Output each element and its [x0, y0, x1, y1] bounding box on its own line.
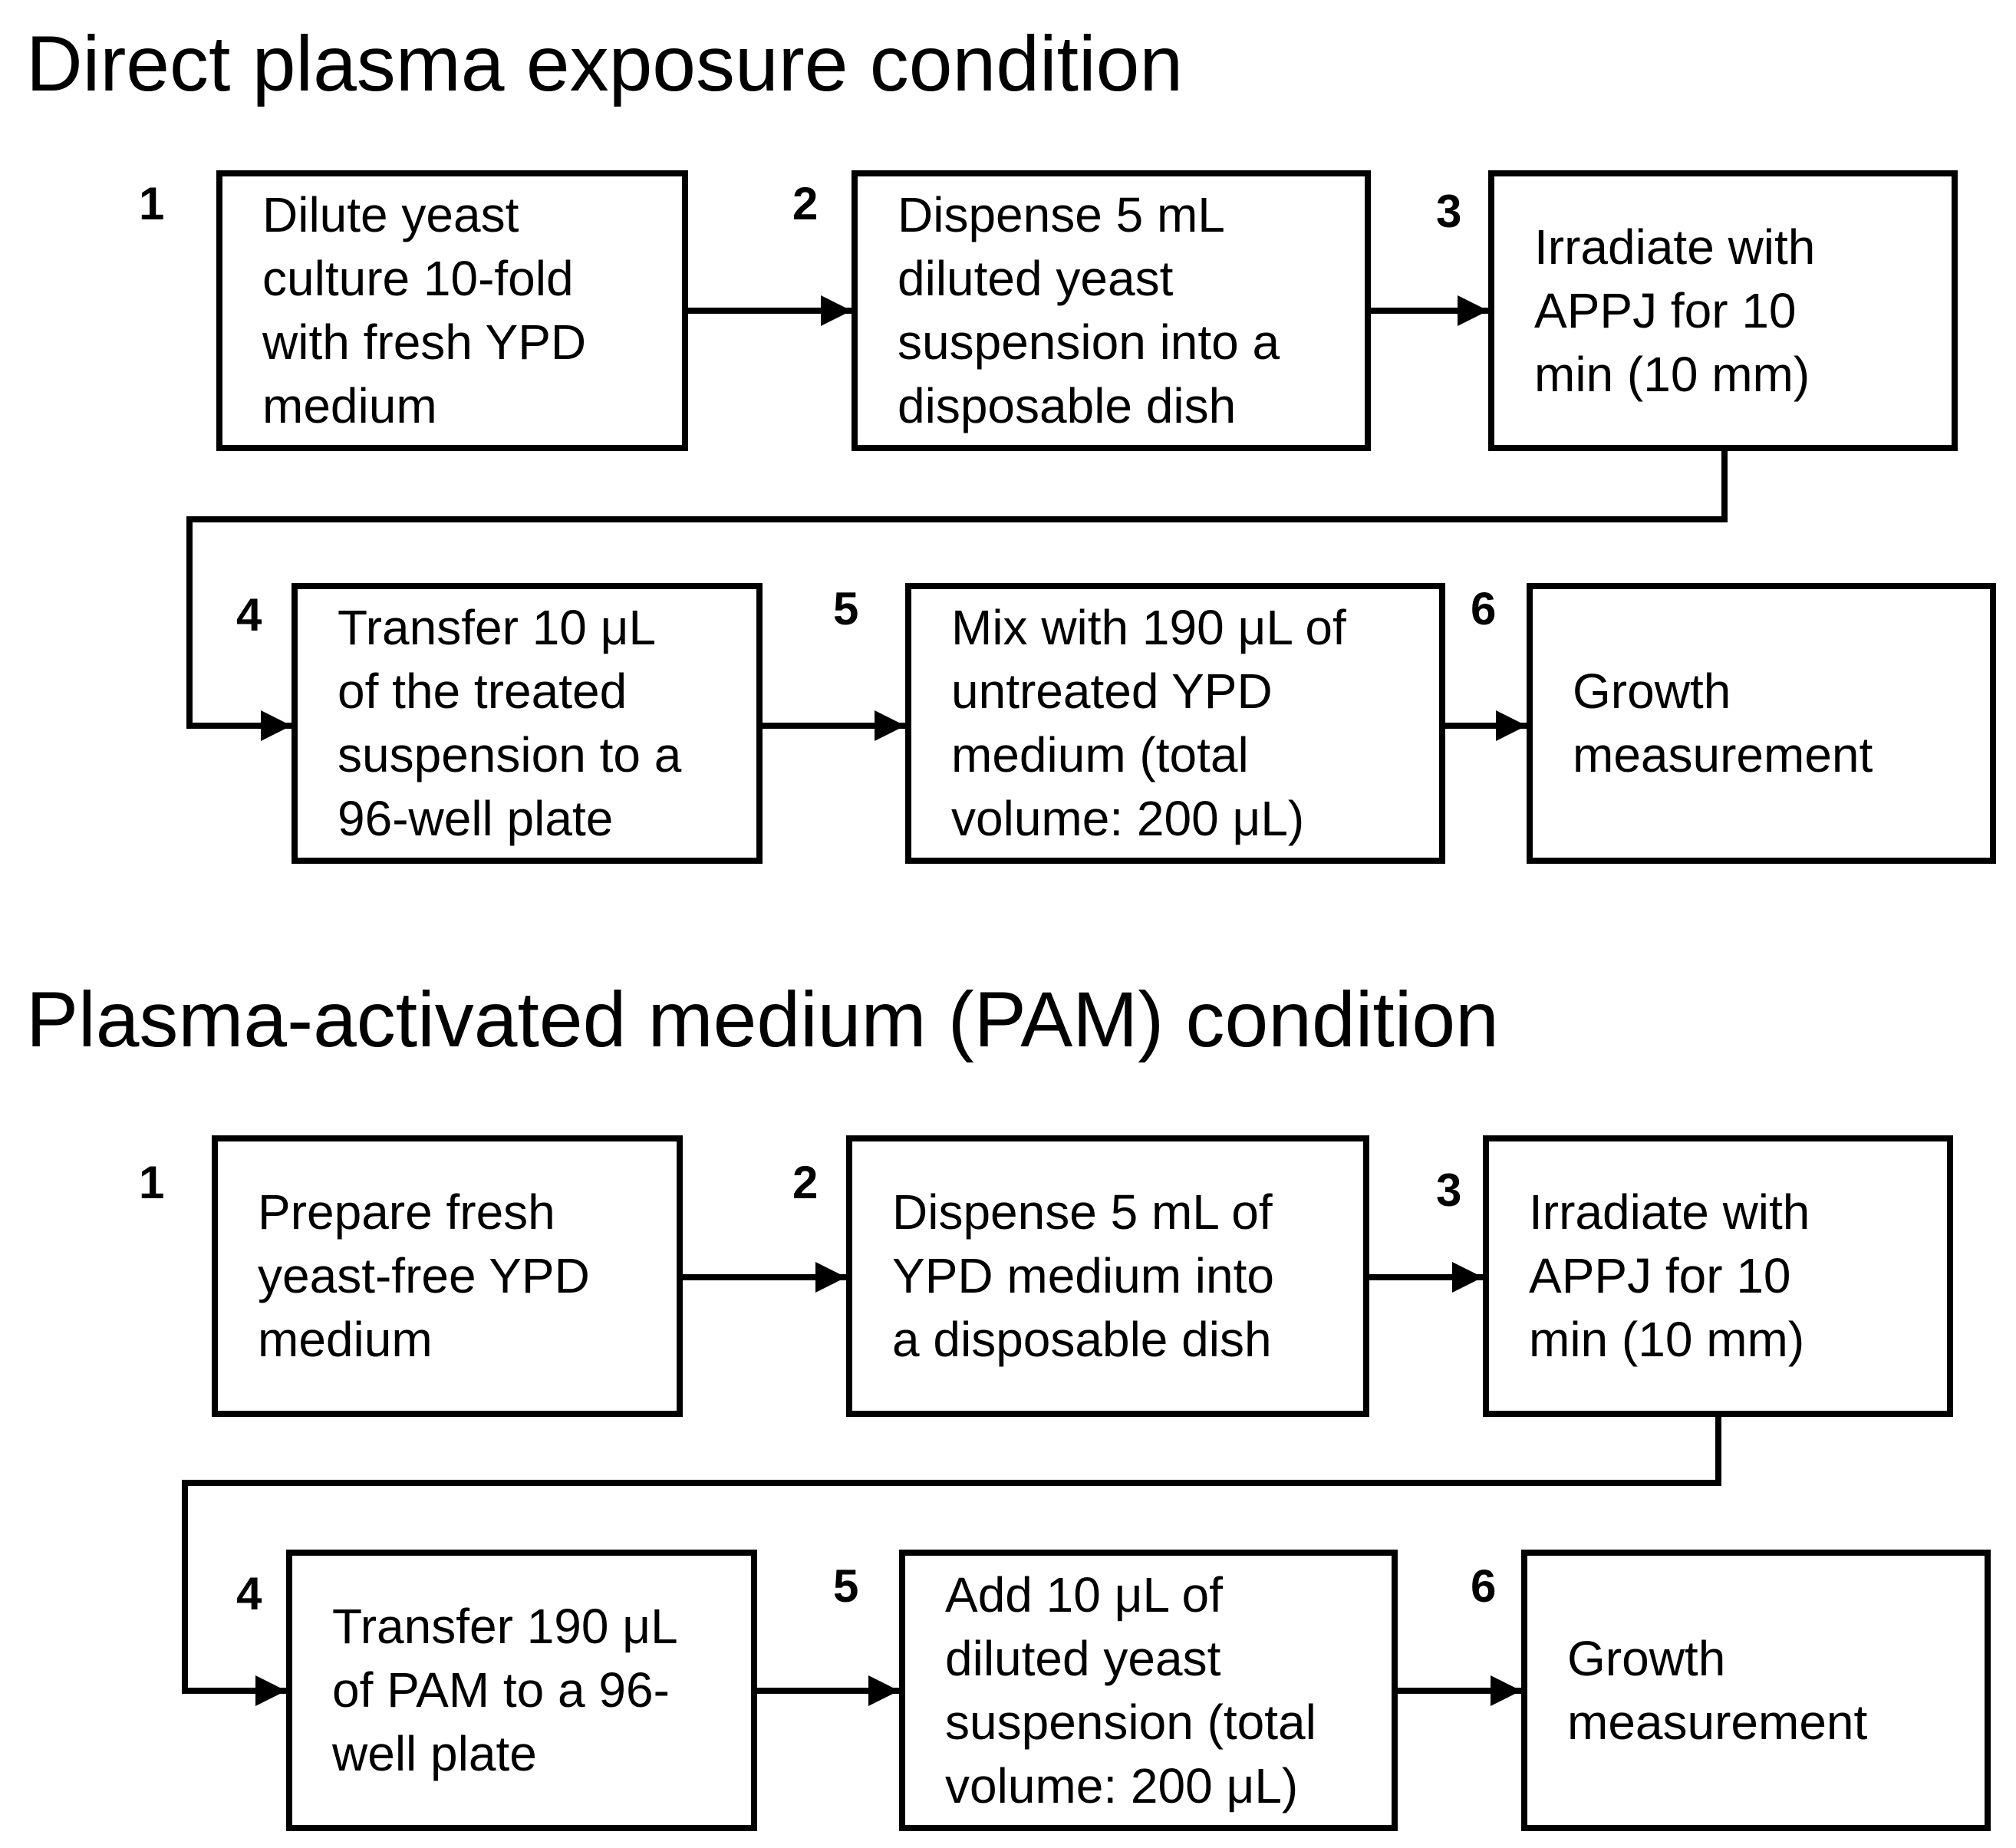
- section-1-step-6-box: Growth measurement: [1527, 583, 1996, 864]
- section-1-step-6-number: 6: [1471, 583, 1497, 634]
- section-2-step-5-box: Add 10 μL of diluted yeast suspension (t…: [899, 1550, 1398, 1831]
- section-1-step-4-number: 4: [236, 589, 262, 641]
- section-1-step-5-text: Mix with 190 μL of untreated YPD medium …: [951, 600, 1346, 846]
- section-1-step-1-text: Dilute yeast culture 10-fold with fresh …: [262, 187, 587, 433]
- section-1-step-6-text: Growth measurement: [1573, 664, 1873, 782]
- section-2-step-1-text: Prepare fresh yeast-free YPD medium: [258, 1184, 590, 1367]
- section-2-step-3-box: Irradiate with APPJ for 10 min (10 mm): [1483, 1135, 1953, 1417]
- section-2-step-3-text: Irradiate with APPJ for 10 min (10 mm): [1529, 1184, 1810, 1367]
- section-2-step-2-box: Dispense 5 mL of YPD medium into a dispo…: [846, 1135, 1369, 1417]
- section-1-step-1-box: Dilute yeast culture 10-fold with fresh …: [216, 170, 688, 451]
- section-1-step-4-box: Transfer 10 μL of the treated suspension…: [292, 583, 763, 864]
- section-1-step-2-number: 2: [792, 178, 819, 229]
- section-2-title: Plasma-activated medium (PAM) condition: [26, 976, 1499, 1063]
- section-2-step-5-number: 5: [833, 1560, 859, 1612]
- arrow-s2-3-to-4: [182, 1417, 1721, 1706]
- section-2-step-4-box: Transfer 190 μL of PAM to a 96- well pla…: [286, 1550, 757, 1831]
- section-2-step-2-text: Dispense 5 mL of YPD medium into a dispo…: [892, 1184, 1274, 1367]
- section-1-step-3-box: Irradiate with APPJ for 10 min (10 mm): [1488, 170, 1958, 451]
- section-2-step-2-number: 2: [792, 1157, 819, 1208]
- section-2-step-4-number: 4: [236, 1568, 262, 1619]
- section-2-step-1-box: Prepare fresh yeast-free YPD medium: [212, 1135, 683, 1417]
- section-1-step-4-text: Transfer 10 μL of the treated suspension…: [338, 600, 682, 846]
- section-2-step-6-box: Growth measurement: [1521, 1550, 1991, 1831]
- section-1-step-3-text: Irradiate with APPJ for 10 min (10 mm): [1534, 219, 1816, 402]
- section-2-step-5-text: Add 10 μL of diluted yeast suspension (t…: [945, 1566, 1316, 1813]
- section-1-step-5-number: 5: [833, 583, 859, 634]
- section-2-step-3-number: 3: [1436, 1164, 1462, 1216]
- section-2-step-6-number: 6: [1471, 1560, 1497, 1612]
- section-1-step-5-box: Mix with 190 μL of untreated YPD medium …: [905, 583, 1445, 864]
- section-1-step-1-number: 1: [139, 178, 165, 229]
- section-1-step-2-box: Dispense 5 mL diluted yeast suspension i…: [852, 170, 1371, 451]
- section-2-step-1-number: 1: [139, 1157, 165, 1208]
- section-1-title: Direct plasma exposure condition: [26, 20, 1184, 107]
- section-2-step-6-text: Growth measurement: [1567, 1630, 1868, 1750]
- section-1-step-3-number: 3: [1436, 186, 1462, 237]
- arrow-s1-3-to-4: [186, 451, 1728, 741]
- section-1-step-2-text: Dispense 5 mL diluted yeast suspension i…: [898, 187, 1280, 433]
- section-2-step-4-text: Transfer 190 μL of PAM to a 96- well pla…: [332, 1599, 678, 1781]
